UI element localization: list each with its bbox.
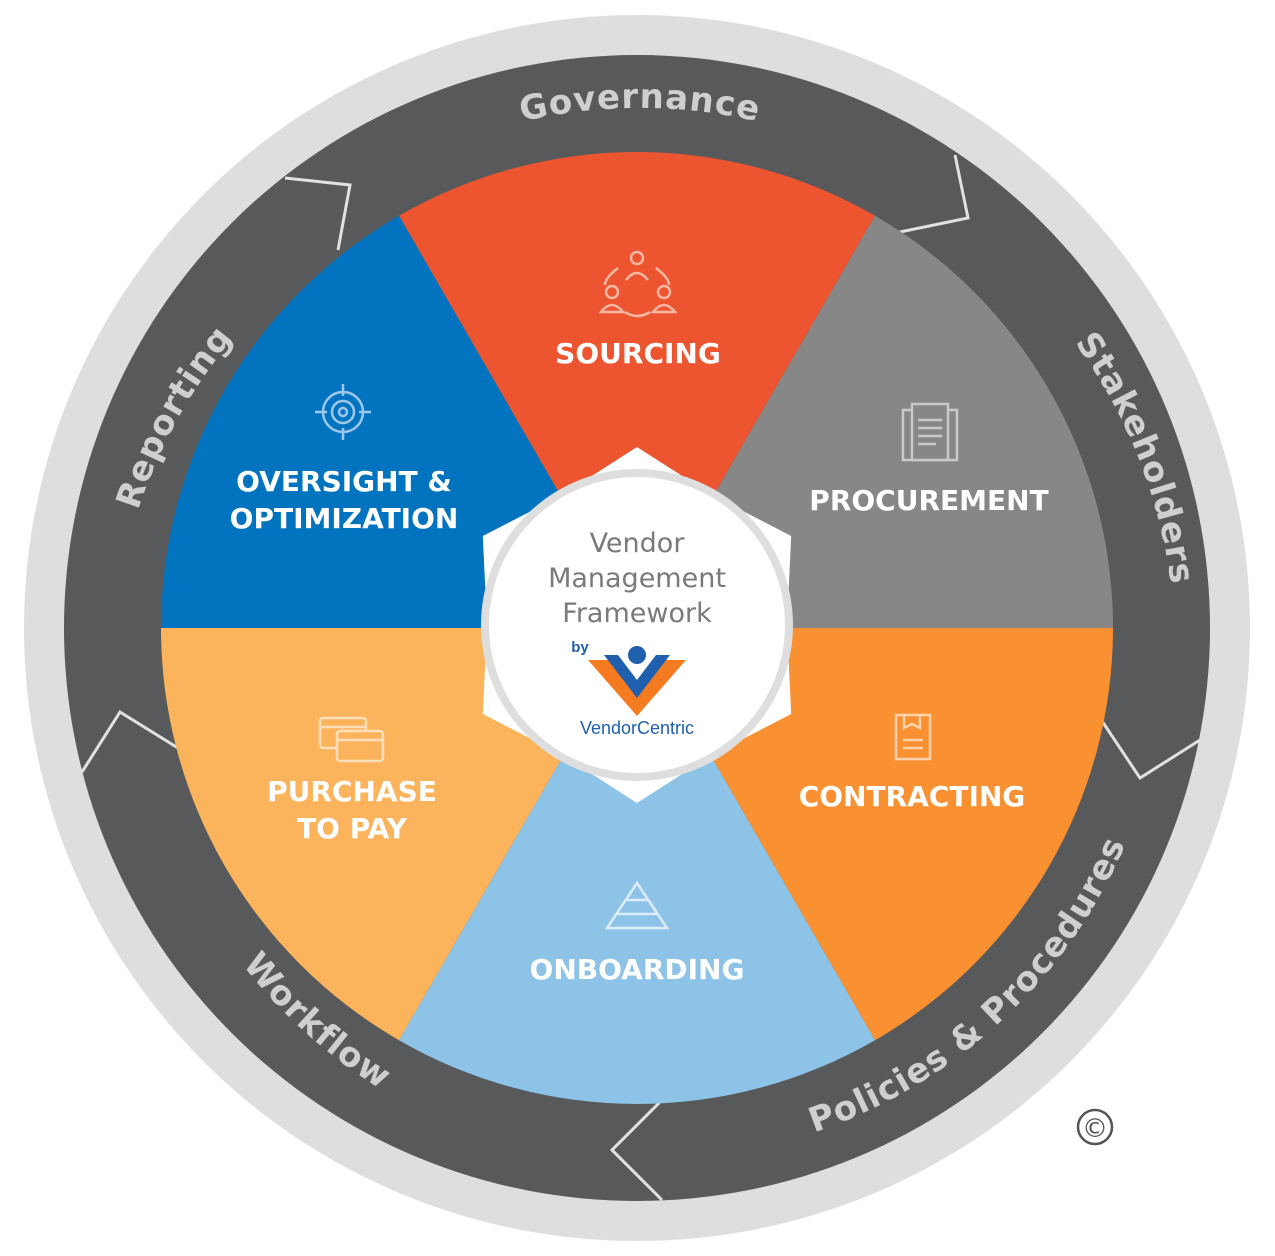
- center-brand-text: VendorCentric: [580, 718, 694, 738]
- documents-stack-icon: [901, 402, 959, 462]
- ring-arrow-right-top: [899, 154, 970, 234]
- ring-arrow-left: [80, 709, 179, 773]
- center-title-line3: Framework: [562, 598, 712, 629]
- segment-onboarding: [399, 628, 875, 1105]
- segment-label-sourcing: SOURCING: [555, 337, 721, 370]
- ring-arrow-right: [1096, 714, 1201, 781]
- copyright-symbol: ©: [1082, 1114, 1108, 1144]
- copyright-mark: ©: [1076, 1108, 1114, 1146]
- segment-label-purchase-to-pay-line1: PURCHASE: [267, 775, 437, 808]
- center-title-line2: Management: [548, 563, 726, 594]
- target-icon: [315, 384, 371, 440]
- center-title-line1: Vendor: [590, 528, 686, 559]
- credit-cards-icon: [318, 716, 385, 763]
- segment-label-contracting: CONTRACTING: [799, 780, 1026, 813]
- center-by-text: by: [571, 639, 589, 656]
- ring-arrow-top: [284, 176, 352, 251]
- segment-sourcing: [399, 151, 875, 628]
- segment-label-onboarding: ONBOARDING: [530, 953, 745, 986]
- segment-label-purchase-to-pay-line2: TO PAY: [297, 812, 408, 845]
- segment-label-oversight-line2: OPTIMIZATION: [230, 502, 459, 535]
- vendorcentric-logo: [588, 646, 686, 716]
- pyramid-icon: [604, 880, 670, 930]
- segment-label-procurement: PROCUREMENT: [809, 484, 1048, 517]
- segment-label-oversight-line1: OVERSIGHT &: [236, 465, 452, 498]
- people-cycle-icon: [598, 250, 678, 318]
- center-badge: Vendor Management Framework by VendorCen…: [481, 447, 793, 803]
- center-badge-border: [481, 469, 793, 781]
- contract-document-icon: [894, 713, 932, 761]
